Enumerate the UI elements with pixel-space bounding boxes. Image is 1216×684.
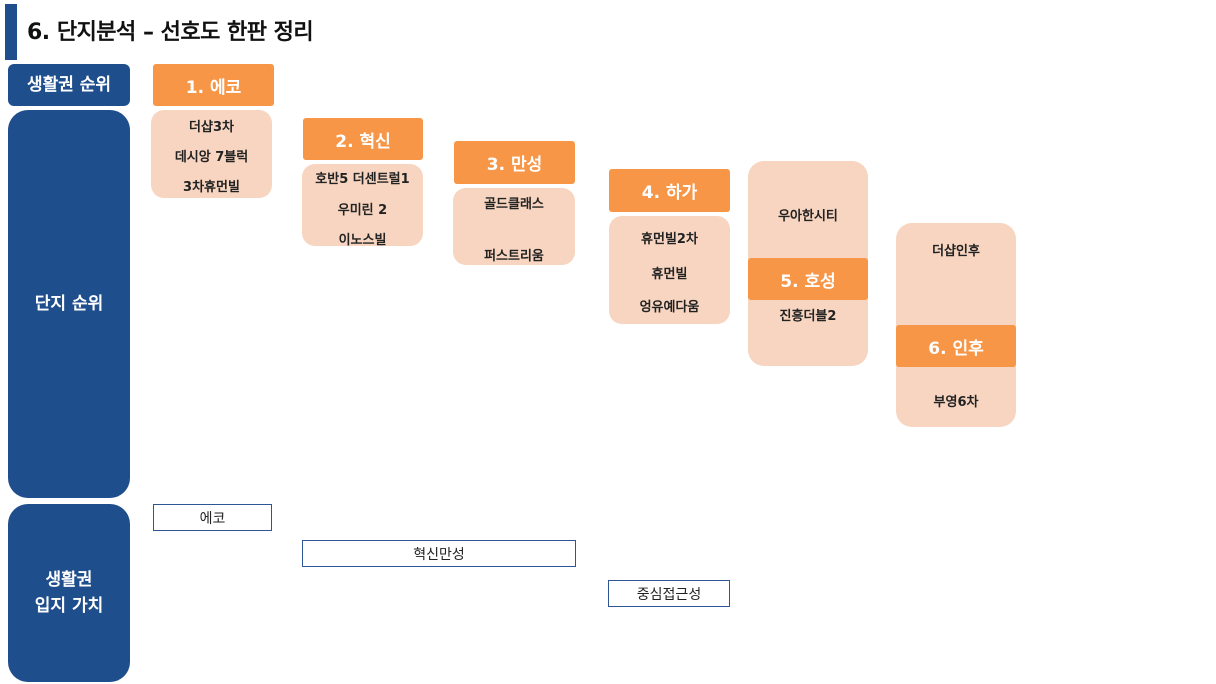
location-value-eco: 에코 bbox=[153, 504, 272, 531]
complex-item: 3차휴먼빌 bbox=[183, 180, 240, 195]
complex-item: 엉유예다움 bbox=[639, 300, 700, 315]
area-rank-3: 3. 만성 bbox=[454, 141, 575, 184]
complex-group-2 bbox=[302, 164, 423, 246]
complex-group-1 bbox=[151, 110, 272, 198]
complex-group-4 bbox=[609, 216, 730, 324]
area-rank-1: 1. 에코 bbox=[153, 64, 274, 106]
complex-item: 더샵3차 bbox=[189, 120, 234, 135]
location-value-hyeoksin-manseong: 혁신만성 bbox=[302, 540, 576, 567]
complex-group-3 bbox=[453, 188, 575, 265]
complex-item: 더샵인후 bbox=[932, 244, 980, 259]
complex-item: 진흥더블2 bbox=[779, 309, 837, 324]
side-label-complex-rank-text: 단지 순위 bbox=[34, 294, 104, 314]
side-label-area-rank-text: 생활권 순위 bbox=[26, 75, 112, 95]
area-rank-5: 5. 호성 bbox=[748, 258, 868, 300]
complex-item: 부영6차 bbox=[933, 395, 979, 410]
side-label-complex-rank: 단지 순위 bbox=[8, 110, 130, 498]
side-label-location-value: 생활권 입지 가치 bbox=[8, 504, 130, 682]
area-rank-6: 6. 인후 bbox=[896, 325, 1016, 367]
page-title: 6. 단지분석 – 선호도 한판 정리 bbox=[27, 20, 314, 45]
side-label-location-value-text: 생활권 입지 가치 bbox=[34, 570, 104, 616]
side-label-area-rank: 생활권 순위 bbox=[8, 64, 130, 106]
complex-item: 퍼스트리움 bbox=[484, 249, 544, 264]
complex-item: 호반5 더센트럴1 bbox=[315, 172, 410, 187]
complex-item: 데시앙 7블럭 bbox=[174, 150, 249, 165]
area-rank-2: 2. 혁신 bbox=[303, 118, 423, 160]
complex-item: 우아한시티 bbox=[778, 209, 838, 224]
title-accent-bar bbox=[5, 4, 17, 60]
complex-item: 휴먼빌 bbox=[651, 267, 688, 282]
complex-item: 이노스빌 bbox=[338, 233, 387, 248]
complex-item: 골드클래스 bbox=[484, 197, 544, 212]
location-value-center-access: 중심접근성 bbox=[608, 580, 730, 607]
complex-item: 우미린 2 bbox=[337, 203, 388, 218]
complex-item: 휴먼빌2차 bbox=[641, 232, 698, 247]
area-rank-4: 4. 하가 bbox=[609, 169, 730, 212]
